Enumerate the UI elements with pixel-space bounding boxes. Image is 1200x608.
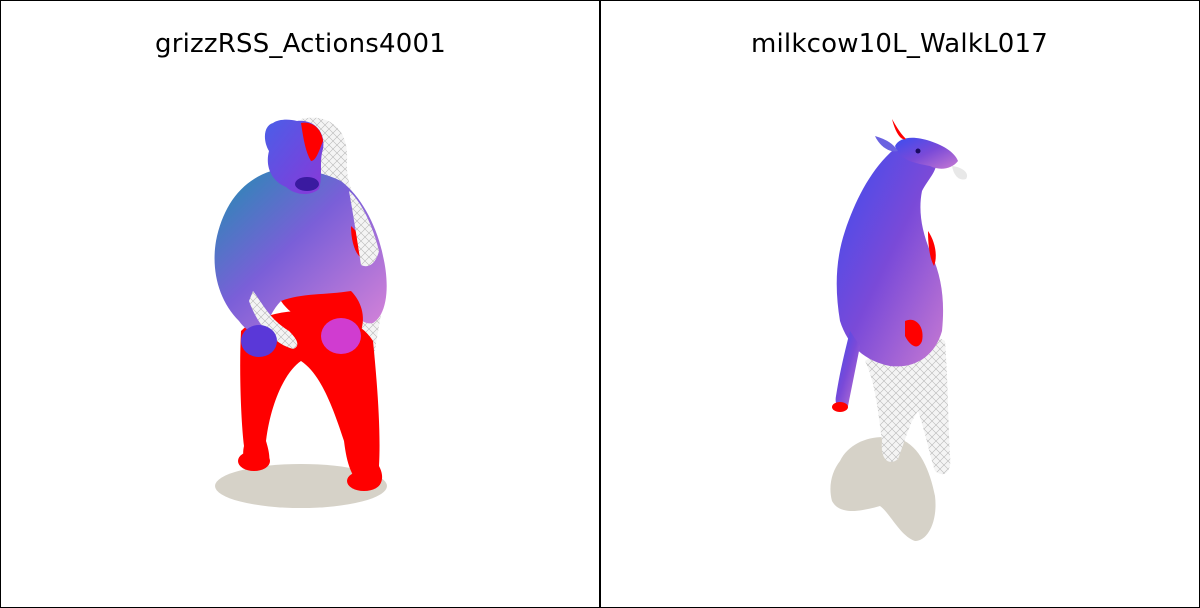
bear-wire-side xyxy=(349,191,379,267)
bear-head-red xyxy=(301,122,323,161)
panel-cow: milkcow10L_WalkL017 xyxy=(600,1,1199,607)
bear-foot-right xyxy=(347,471,381,491)
cow-render xyxy=(830,119,968,541)
bear-snout xyxy=(295,177,319,191)
bear-render xyxy=(214,117,387,508)
cow-head xyxy=(895,137,958,169)
panel-title-bear: grizzRSS_Actions4001 xyxy=(155,29,446,59)
panel-divider xyxy=(599,1,601,607)
bear-paw-right xyxy=(321,318,361,354)
bear-foot-left xyxy=(238,451,270,471)
cow-red-side xyxy=(928,231,936,266)
cow-front-hoof xyxy=(832,402,848,412)
cow-ear xyxy=(875,136,898,152)
bear-legs xyxy=(240,311,383,490)
bear-shadow xyxy=(215,464,387,508)
cow-horn xyxy=(892,119,906,140)
bear-paw-left xyxy=(241,325,277,357)
bear-wire-arm-left xyxy=(249,291,298,349)
cow-shadow xyxy=(830,437,936,541)
cow-red-patch xyxy=(905,319,923,347)
panel-title-cow: milkcow10L_WalkL017 xyxy=(750,29,1049,59)
cow-body xyxy=(836,145,944,367)
cow-muzzle xyxy=(952,166,968,180)
cow-front-leg xyxy=(835,331,860,408)
cow-eye xyxy=(915,148,921,154)
panel-bear: grizzRSS_Actions4001 xyxy=(1,1,600,607)
cow-wireframe-legs xyxy=(865,336,951,475)
